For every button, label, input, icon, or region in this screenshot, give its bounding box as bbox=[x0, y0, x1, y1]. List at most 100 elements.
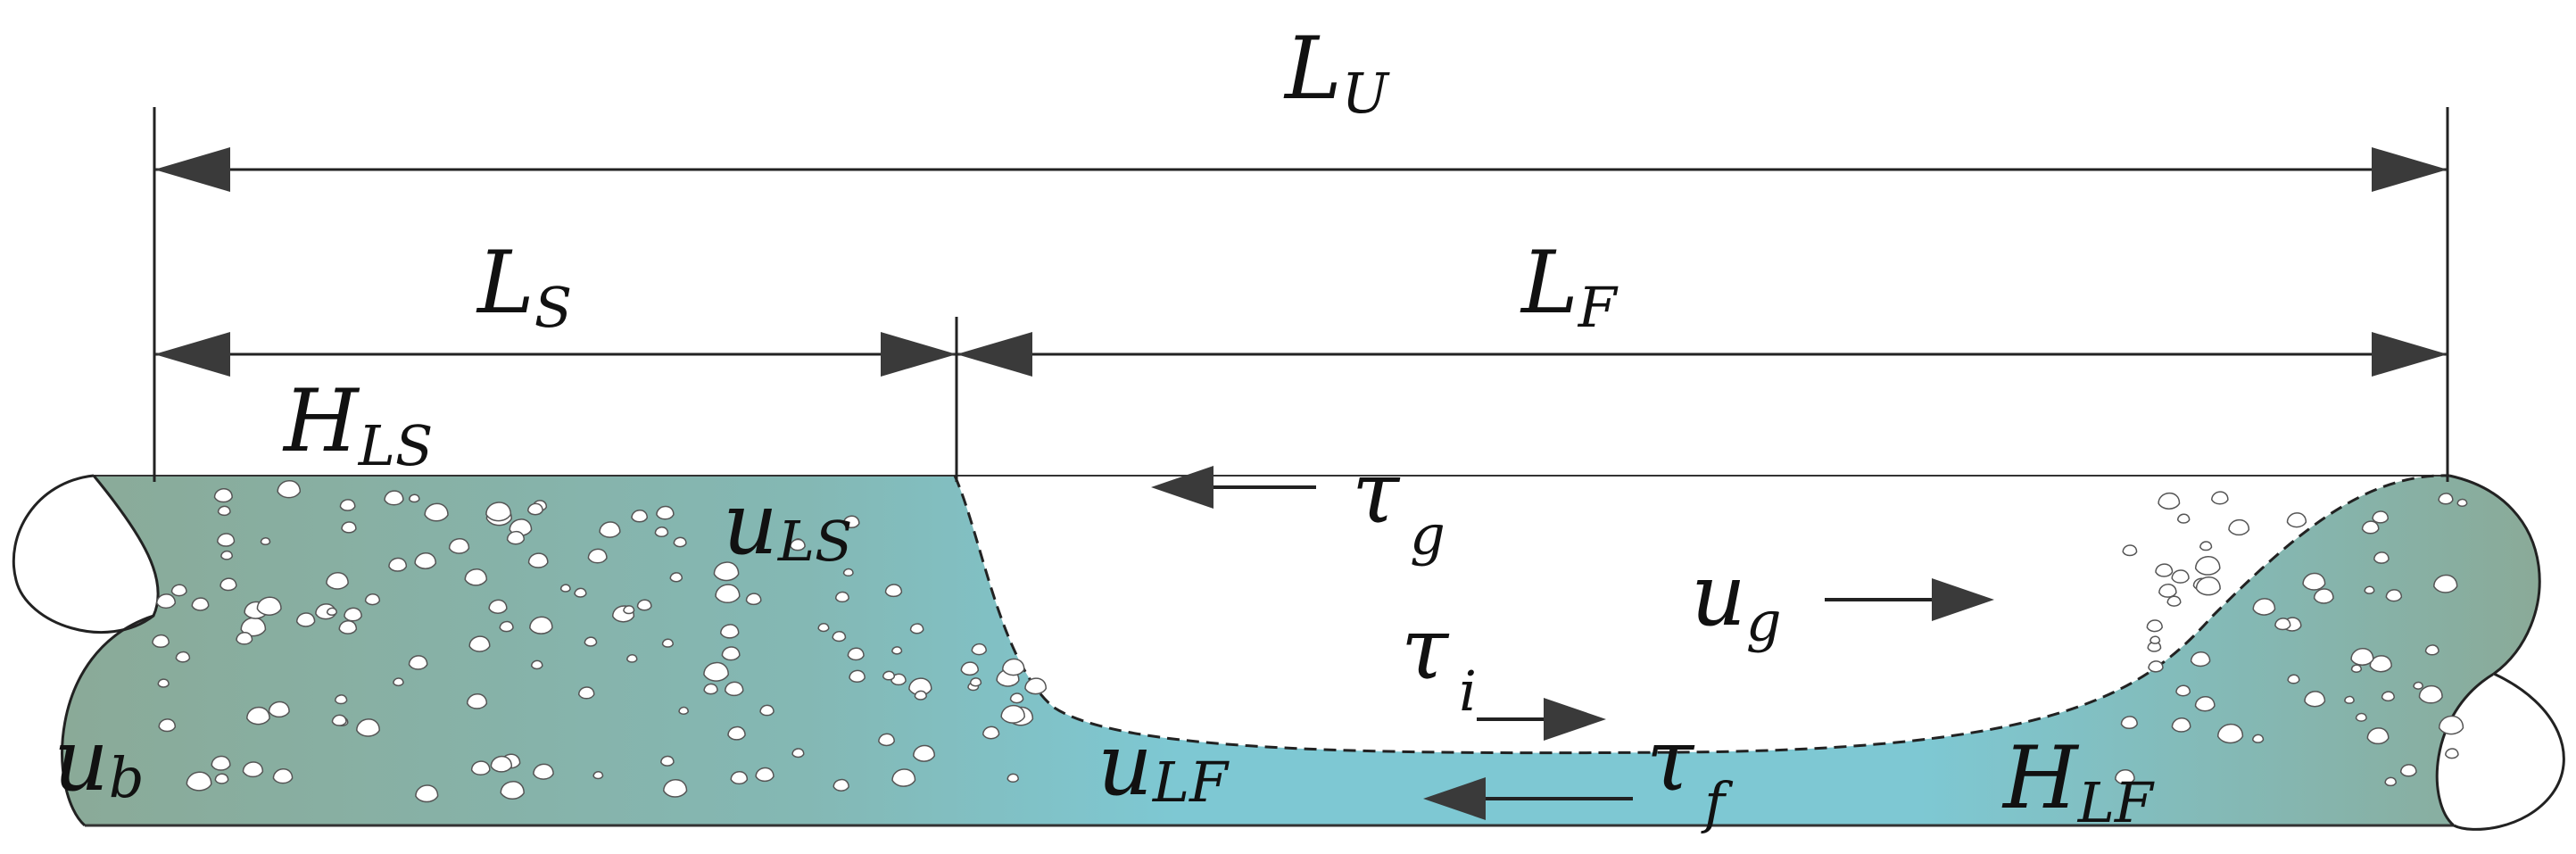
gas-bubble bbox=[703, 661, 730, 682]
gas-bubble bbox=[2361, 520, 2380, 535]
interfacial-shear-arrow bbox=[1544, 698, 1606, 741]
gas-bubble bbox=[2166, 595, 2182, 607]
label-unit-length: LU bbox=[1283, 19, 1390, 126]
gas-bubble bbox=[1024, 677, 1048, 695]
gas-bubble bbox=[236, 632, 253, 645]
gas-bubble bbox=[2344, 695, 2355, 704]
gas-bubble bbox=[660, 755, 675, 767]
gas-bubble bbox=[832, 778, 849, 792]
gas-bubble bbox=[2274, 618, 2291, 631]
gas-bubble bbox=[2252, 734, 2265, 743]
gas-bubble bbox=[745, 593, 762, 606]
gas-bubble bbox=[242, 761, 264, 778]
gas-bubble bbox=[529, 616, 553, 634]
label-slug-length: LS bbox=[476, 233, 572, 340]
gas-bubble bbox=[256, 596, 282, 616]
gas-bubble bbox=[727, 725, 746, 741]
gas-bubble bbox=[730, 771, 749, 785]
gas-bubble bbox=[878, 733, 896, 747]
label-slug-holdup: HLS bbox=[282, 371, 433, 478]
gas-bubble bbox=[849, 669, 866, 683]
gas-bubble bbox=[186, 771, 212, 792]
gas-bubble bbox=[506, 530, 526, 545]
pipe-left-body-edge bbox=[61, 614, 154, 827]
gas-bubble bbox=[791, 748, 805, 759]
gas-bubble bbox=[2158, 492, 2181, 510]
gas-bubble bbox=[1002, 658, 1025, 676]
gas-bubble bbox=[636, 599, 652, 611]
gas-bubble bbox=[2364, 585, 2375, 594]
gas-bubble bbox=[577, 686, 595, 700]
gas-bubble bbox=[268, 701, 290, 718]
gas-bubble bbox=[713, 561, 740, 582]
gas-bubble bbox=[1006, 773, 1019, 784]
gas-bubble bbox=[408, 655, 428, 670]
gas-bubble bbox=[2355, 712, 2367, 722]
gas-bubble bbox=[2194, 696, 2216, 712]
gas-bubbles bbox=[152, 480, 2468, 803]
gas-bubble bbox=[891, 768, 916, 787]
gas-bubble bbox=[654, 526, 669, 538]
gas-bubble bbox=[2155, 563, 2174, 577]
gas-bubble bbox=[217, 533, 236, 547]
gas-bubble bbox=[356, 718, 380, 737]
gas-bubble bbox=[721, 646, 741, 661]
pipe-left-cap bbox=[12, 474, 160, 634]
gas-bubble bbox=[331, 714, 347, 726]
gas-bubble bbox=[364, 593, 381, 606]
gas-bubble bbox=[982, 725, 1000, 740]
gas-bubble bbox=[2369, 655, 2392, 673]
gas-bubble bbox=[2171, 569, 2190, 584]
gas-bubble bbox=[842, 568, 854, 577]
gas-bubble bbox=[703, 683, 718, 695]
gas-bubble bbox=[530, 659, 543, 670]
gas-bubble bbox=[969, 677, 982, 687]
gas-bubble bbox=[2372, 510, 2390, 524]
gas-bubble bbox=[623, 605, 635, 615]
gas-bubble bbox=[2373, 551, 2390, 564]
label-film-length: LF bbox=[1520, 233, 1619, 340]
gas-bubble bbox=[295, 612, 316, 627]
gas-bubble bbox=[384, 490, 404, 506]
gas-bubble bbox=[882, 670, 896, 681]
gas-bubble bbox=[626, 654, 638, 663]
gas-bubble bbox=[2456, 498, 2468, 508]
gas-bubble bbox=[661, 638, 674, 648]
gas-bubble bbox=[464, 568, 488, 586]
gas-bubble bbox=[678, 706, 690, 715]
gas-bubble bbox=[663, 778, 688, 798]
gas-bubble bbox=[2413, 681, 2423, 690]
gas-bubble bbox=[2350, 664, 2363, 673]
gas-bubble bbox=[272, 768, 294, 784]
gas-bubble bbox=[2190, 651, 2211, 667]
gas-bubble bbox=[817, 623, 830, 633]
gas-bubble bbox=[971, 643, 987, 656]
label-bubble-velocity: ub bbox=[54, 710, 145, 810]
gas-bubble bbox=[2286, 512, 2307, 528]
gas-bubble bbox=[599, 521, 621, 538]
gas-bubble bbox=[415, 784, 439, 803]
dimension-lines bbox=[153, 107, 2449, 482]
gas-bubble bbox=[2199, 541, 2213, 551]
gas-bubble bbox=[488, 599, 508, 614]
gas-bubble bbox=[914, 690, 927, 701]
gas-bubble bbox=[277, 480, 302, 499]
gas-bubble bbox=[720, 624, 740, 639]
gas-bubble bbox=[960, 661, 980, 676]
gas-bubble bbox=[468, 635, 491, 652]
gas-bubble bbox=[715, 584, 741, 603]
gas-bubble bbox=[2148, 660, 2164, 673]
gas-bubble bbox=[842, 515, 860, 528]
gas-bubble bbox=[533, 763, 554, 780]
gas-bubble bbox=[2115, 769, 2135, 785]
gas-bubble bbox=[424, 502, 449, 522]
gas-bubble bbox=[219, 577, 237, 592]
gas-bubble bbox=[2350, 648, 2374, 667]
gas-bubble bbox=[584, 636, 598, 647]
gas-bubble bbox=[1000, 704, 1025, 724]
gas-bubble bbox=[211, 755, 231, 771]
gas-bubble bbox=[490, 755, 513, 773]
pipe-right-cap-lower bbox=[2453, 672, 2565, 831]
